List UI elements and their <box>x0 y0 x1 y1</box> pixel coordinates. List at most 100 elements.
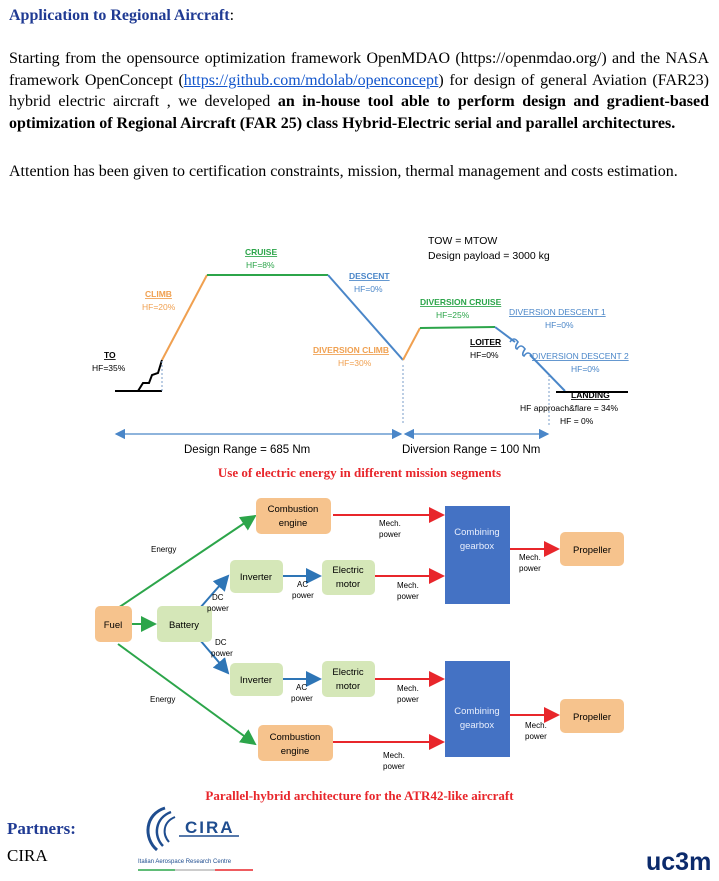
architecture-diagram: Fuel Battery Combustion engine Inverter … <box>95 498 624 771</box>
mech5-line2: power <box>525 732 547 741</box>
mech3-line1: Mech. <box>519 553 541 562</box>
diversion-descent1-hf: HF=0% <box>545 320 574 330</box>
ac-top-line1: AC <box>297 580 308 589</box>
ac-bottom-line1: AC <box>296 683 307 692</box>
dc-top-line1: DC <box>212 593 224 602</box>
mech4-line1: Mech. <box>397 684 419 693</box>
combustion-top-line2: engine <box>279 518 308 529</box>
motor-bottom-line1: Electric <box>332 667 363 678</box>
cira-logo-word: CIRA <box>185 818 235 837</box>
energy-arrow-bottom <box>117 643 257 746</box>
inverter-top-box <box>230 560 283 593</box>
combustion-bottom-line1: Combustion <box>270 732 321 743</box>
diversion-descent1-label: DIVERSION DESCENT 1 <box>509 307 606 317</box>
architecture-caption: Parallel-hybrid architecture for the ATR… <box>205 788 514 803</box>
mech4-line2: power <box>397 695 419 704</box>
diversion-cruise-segment <box>419 326 496 329</box>
openconcept-link[interactable]: https://github.com/mdolab/openconcept <box>183 71 439 89</box>
diversion-descent2-segment <box>529 354 566 392</box>
cira-logo-sub: Italian Aerospace Research Centre <box>138 859 232 865</box>
propeller-top-box <box>560 532 624 566</box>
inverter-bottom-label: Inverter <box>240 675 272 686</box>
landing-hf: HF = 0% <box>560 416 594 426</box>
energy-label-top: Energy <box>151 545 176 554</box>
propeller-bottom-box <box>560 699 624 733</box>
inverter-top-label: Inverter <box>240 572 272 583</box>
mech6-line2: power <box>383 762 405 771</box>
combustion-bottom-line2: engine <box>281 746 310 757</box>
gearbox-top-box <box>445 506 510 604</box>
partners-title: Partners: <box>7 819 76 838</box>
fuel-label: Fuel <box>104 620 122 631</box>
to-label: TO <box>104 350 116 360</box>
diversion-climb-label: DIVERSION CLIMB <box>313 345 389 355</box>
energy-arrow-top <box>117 514 257 609</box>
mission-profile-diagram: TOW = MTOW Design payload = 3000 kg TO H… <box>92 235 629 456</box>
dc-arrow-bottom <box>199 639 230 675</box>
combustion-top-line1: Combustion <box>268 504 319 515</box>
dc-arrow-top <box>199 574 230 609</box>
cira-logo: CIRA Italian Aerospace Research Centre <box>138 806 253 871</box>
dc-top-line2: power <box>207 604 229 613</box>
takeoff-path <box>137 359 163 392</box>
mech2-line1: Mech. <box>397 581 419 590</box>
ac-top-line2: power <box>292 591 314 600</box>
mech5-line1: Mech. <box>525 721 547 730</box>
propeller-top-label: Propeller <box>573 545 611 556</box>
combustion-engine-bottom-box <box>258 725 333 761</box>
to-hf: HF=35% <box>92 363 126 373</box>
electric-motor-bottom-box <box>322 661 375 697</box>
landing-hf-approach: HF approach&flare = 34% <box>520 403 618 413</box>
climb-hf: HF=20% <box>142 302 176 312</box>
mech1-line1: Mech. <box>379 519 401 528</box>
loiter-spiral <box>509 338 533 357</box>
design-range-label: Design Range = 685 Nm <box>184 444 310 456</box>
mech1-line2: power <box>379 530 401 539</box>
gearbox-bottom-line2: gearbox <box>460 720 495 731</box>
mech2-line2: power <box>397 592 419 601</box>
payload-label: Design payload = 3000 kg <box>428 250 550 262</box>
diversion-descent2-label: DIVERSION DESCENT 2 <box>532 351 629 361</box>
descent-segment <box>327 274 404 361</box>
inverter-bottom-box <box>230 663 283 696</box>
motor-bottom-line2: motor <box>336 681 360 692</box>
cruise-label: CRUISE <box>245 247 277 257</box>
diversion-cruise-label: DIVERSION CRUISE <box>420 297 502 307</box>
diversion-range-label: Diversion Range = 100 Nm <box>402 444 540 456</box>
gearbox-top-line2: gearbox <box>460 541 495 552</box>
attention-paragraph: Attention has been given to certificatio… <box>9 163 678 180</box>
battery-label: Battery <box>169 620 199 631</box>
gearbox-bottom-line1: Combining <box>454 706 499 717</box>
battery-box <box>157 606 212 642</box>
combustion-engine-top-box <box>256 498 331 534</box>
motor-top-line1: Electric <box>332 565 363 576</box>
diversion-climb-segment <box>402 327 421 361</box>
electric-motor-top-box <box>322 560 375 595</box>
climb-label: CLIMB <box>145 289 172 299</box>
diversion-climb-hf: HF=30% <box>338 358 372 368</box>
mission-caption: Use of electric energy in different miss… <box>217 465 502 480</box>
dc-bottom-line2: power <box>211 649 233 658</box>
descent-hf: HF=0% <box>354 284 383 294</box>
partner-name: CIRA <box>7 846 48 865</box>
uc3m-logo: uc3m <box>646 848 712 876</box>
diversion-cruise-hf: HF=25% <box>436 310 470 320</box>
section-heading: Application to Regional Aircraft: <box>9 7 235 24</box>
propeller-bottom-label: Propeller <box>573 712 611 723</box>
loiter-hf: HF=0% <box>470 350 499 360</box>
dc-bottom-line1: DC <box>215 638 227 647</box>
motor-top-line2: motor <box>336 579 360 590</box>
ac-bottom-line2: power <box>291 694 313 703</box>
fuel-box <box>95 606 132 642</box>
intro-paragraph: Starting from the opensource optimizatio… <box>9 50 709 132</box>
cruise-hf: HF=8% <box>246 260 275 270</box>
gearbox-top-line1: Combining <box>454 527 499 538</box>
loiter-label: LOITER <box>470 337 501 347</box>
mech3-line2: power <box>519 564 541 573</box>
energy-label-bottom: Energy <box>150 695 175 704</box>
landing-label: LANDING <box>571 390 610 400</box>
mech6-line1: Mech. <box>383 751 405 760</box>
gearbox-bottom-box <box>445 661 510 757</box>
descent-label: DESCENT <box>349 271 390 281</box>
tow-label: TOW = MTOW <box>428 235 497 247</box>
